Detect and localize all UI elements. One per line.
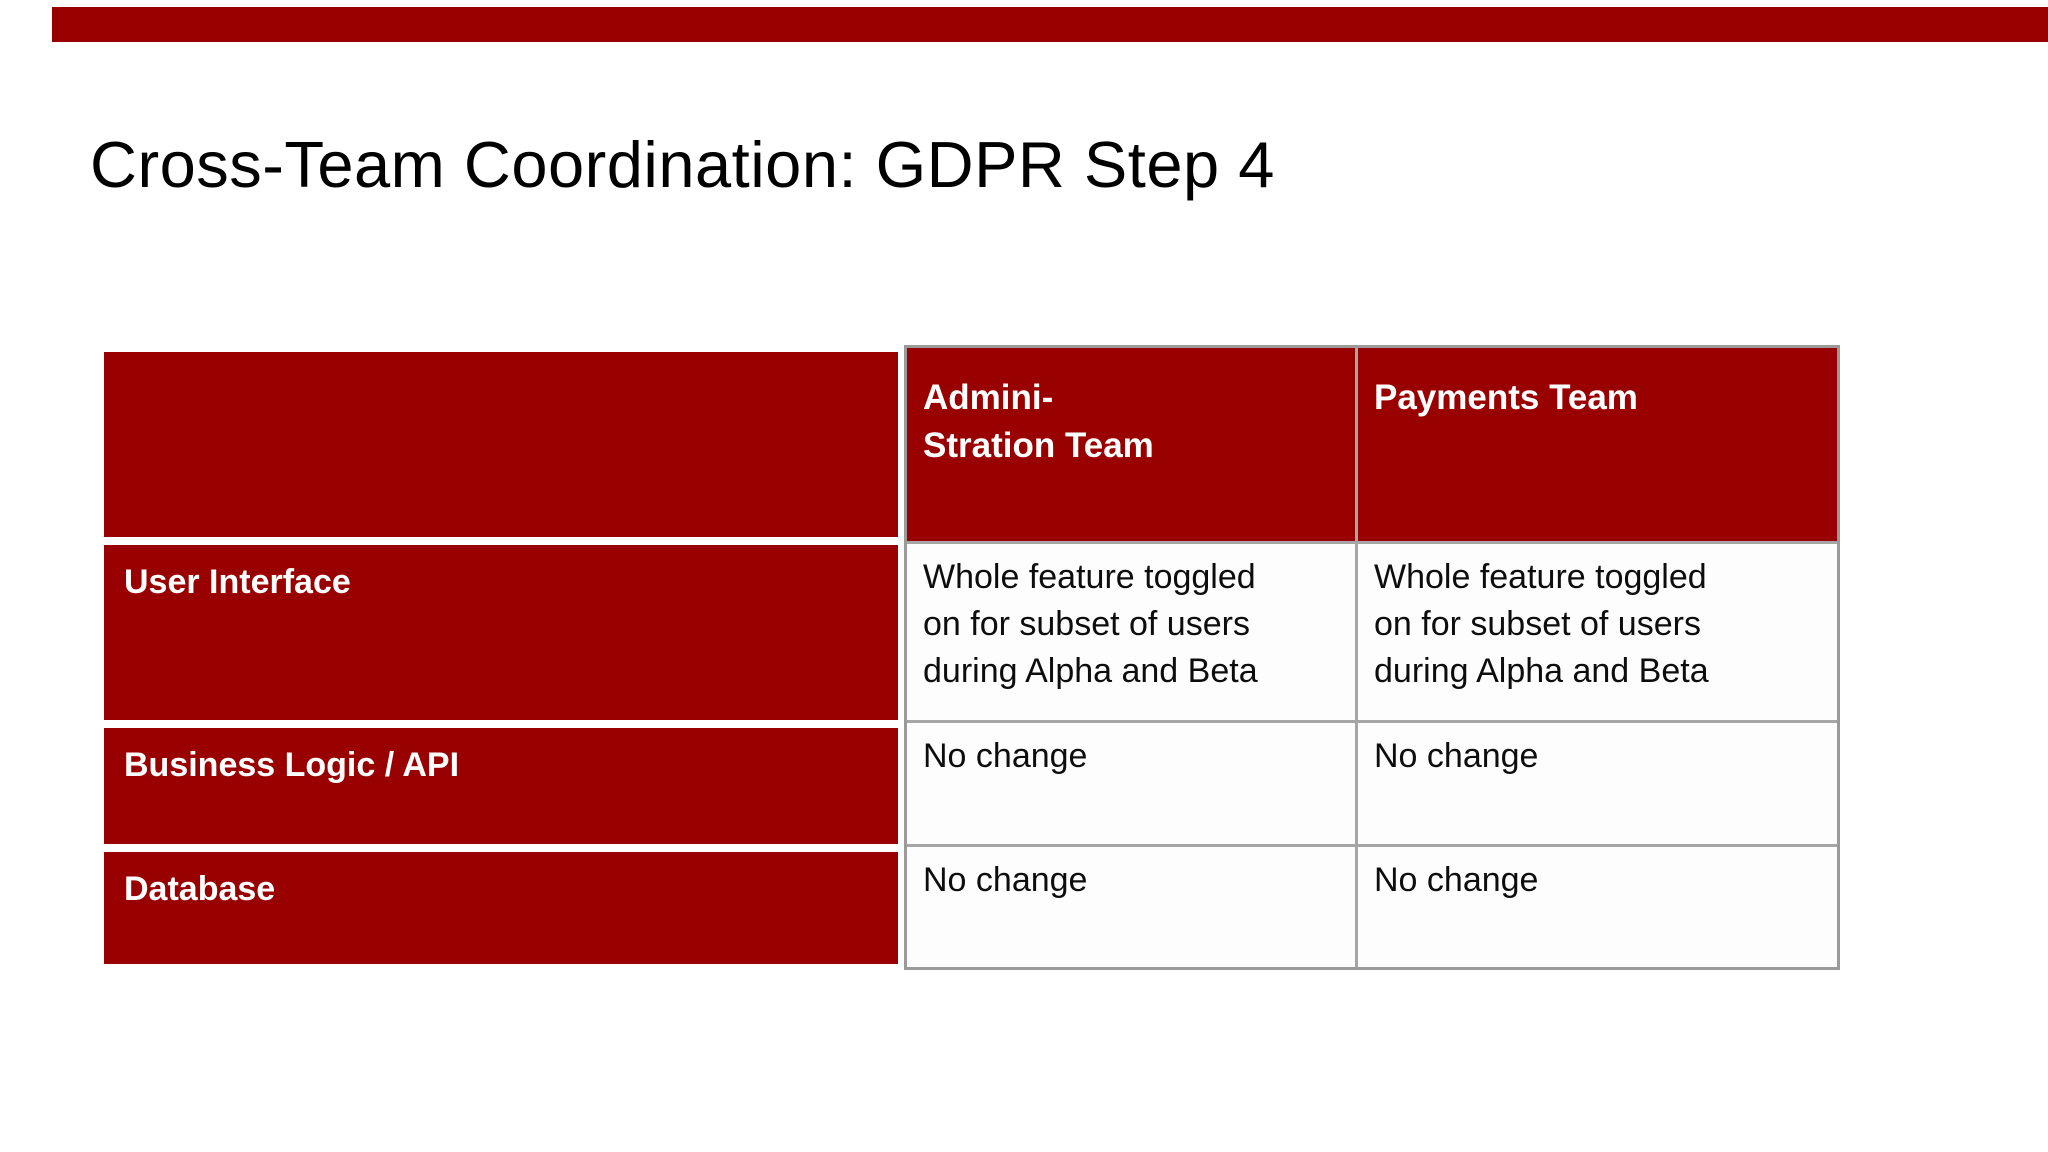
cell-user-interface-administration: Whole feature toggled on for subset of u…	[907, 544, 1355, 720]
column-header-administration-team: Admini- Stration Team	[907, 348, 1355, 541]
cell-database-administration: No change	[907, 847, 1355, 967]
data-table: Admini- Stration Team Payments Team Whol…	[904, 345, 1840, 970]
table-corner-cell	[104, 352, 898, 537]
page-title: Cross-Team Coordination: GDPR Step 4	[90, 128, 1275, 201]
cell-user-interface-payments: Whole feature toggled on for subset of u…	[1358, 544, 1837, 720]
row-header-business-logic-api: Business Logic / API	[104, 728, 898, 844]
top-accent-bar	[52, 7, 2048, 42]
cell-database-payments: No change	[1358, 847, 1837, 967]
cell-business-logic-administration: No change	[907, 723, 1355, 844]
row-header-database: Database	[104, 852, 898, 964]
row-header-user-interface: User Interface	[104, 545, 898, 720]
cell-business-logic-payments: No change	[1358, 723, 1837, 844]
column-header-payments-team: Payments Team	[1358, 348, 1837, 541]
